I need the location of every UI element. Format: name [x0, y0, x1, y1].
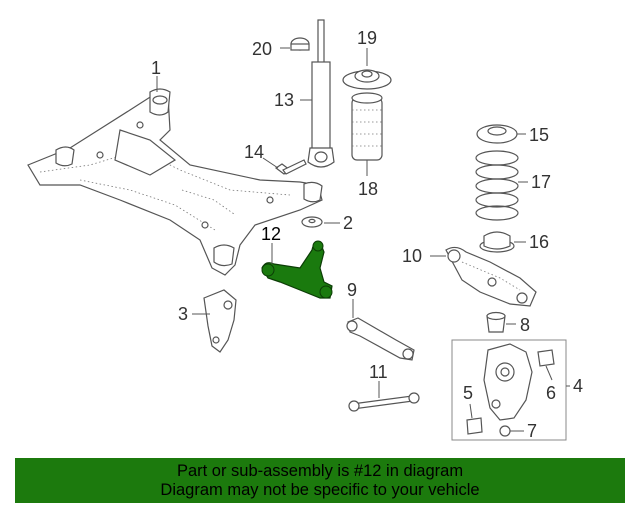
banner-line-1: Part or sub-assembly is #12 in diagram — [176, 461, 464, 480]
bump-stop-part — [351, 92, 383, 161]
callout-14: 14 — [244, 142, 264, 162]
spring-seat-lower-part — [479, 231, 515, 253]
callout-5: 5 — [463, 383, 473, 403]
upper-control-arm-highlight — [261, 240, 333, 299]
callout-10: 10 — [402, 246, 422, 266]
callout-1: 1 — [151, 58, 161, 78]
lateral-link-part — [346, 317, 415, 361]
callout-9: 9 — [347, 280, 357, 300]
callout-8: 8 — [520, 315, 530, 335]
parts-diagram: 1 2 3 4 5 6 7 8 9 10 11 12 13 14 15 16 1… — [27, 19, 583, 441]
callout-12: 12 — [261, 224, 281, 244]
banner-line-2: Diagram may not be specific to your vehi… — [160, 480, 480, 499]
callout-20: 20 — [252, 39, 272, 59]
callout-18: 18 — [358, 179, 378, 199]
shock-cap-part — [290, 37, 310, 51]
callout-2: 2 — [343, 213, 353, 233]
crossmember-part — [27, 88, 323, 276]
callout-15: 15 — [529, 125, 549, 145]
info-banner: Part or sub-assembly is #12 in diagram D… — [15, 458, 625, 503]
washer-part — [301, 216, 323, 228]
callout-13: 13 — [274, 90, 294, 110]
rod-part — [348, 392, 420, 412]
knuckle-group-part — [451, 339, 567, 441]
callout-17: 17 — [531, 172, 551, 192]
callout-11: 11 — [369, 362, 388, 382]
upper-mount-part — [342, 69, 392, 90]
bracket-part — [203, 289, 237, 353]
spring-seat-upper-part — [476, 124, 518, 144]
callout-6: 6 — [546, 383, 556, 403]
callout-4: 4 — [573, 376, 583, 396]
callout-19: 19 — [357, 28, 377, 48]
callout-3: 3 — [178, 304, 188, 324]
shock-absorber-part — [307, 19, 335, 168]
lower-control-arm-part — [445, 246, 537, 307]
leader-lines — [156, 47, 570, 432]
bushing-part — [486, 311, 506, 333]
callout-16: 16 — [529, 232, 549, 252]
coil-spring-part — [475, 150, 519, 221]
bolt-part — [274, 159, 307, 175]
callout-7: 7 — [527, 421, 537, 441]
